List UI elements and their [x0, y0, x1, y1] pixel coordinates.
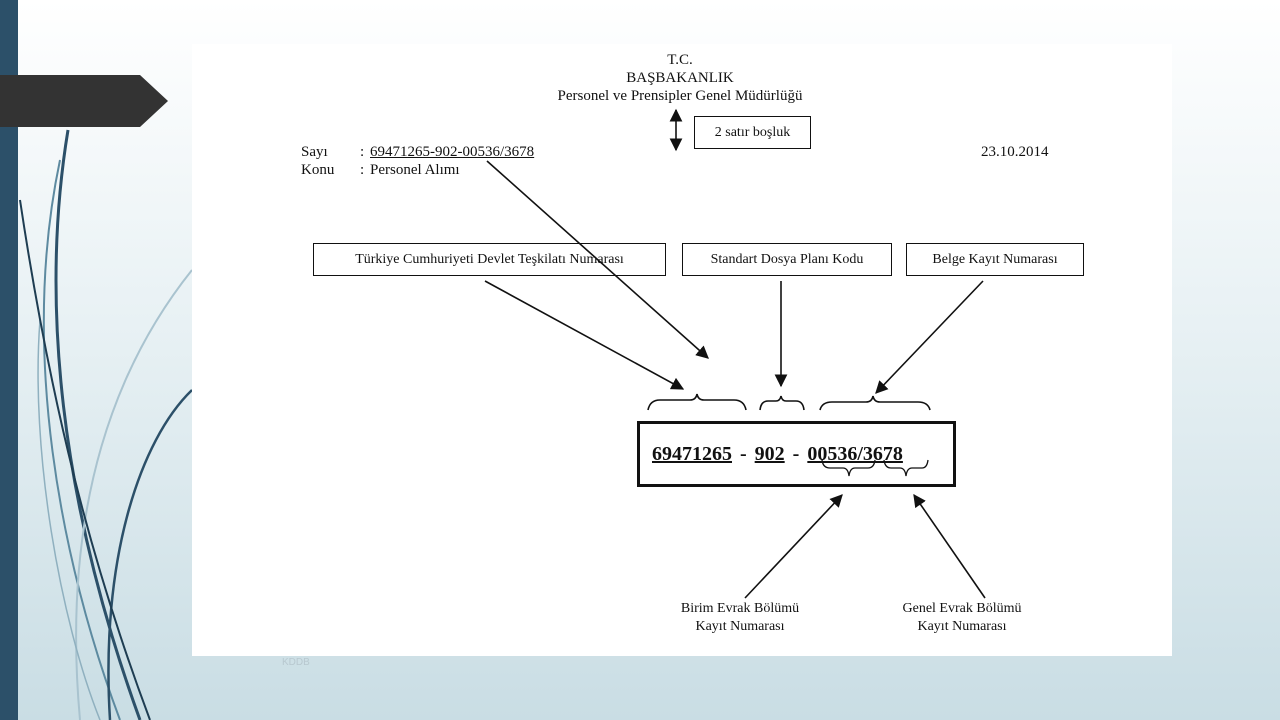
number-part-dosya: 902 [754, 442, 785, 465]
number-dash-1: - [740, 442, 747, 465]
label-birim-line2: Kayıt Numarası [695, 619, 785, 634]
konu-value: Personel Alımı [370, 162, 460, 178]
label-genel-line1: Genel Evrak Bölümü [902, 601, 1022, 616]
left-accent-bar [0, 0, 18, 720]
sayi-colon: : [360, 144, 365, 160]
spacing-note-box: 2 satır boşluk [694, 116, 811, 149]
number-breakdown-box: 69471265 - 902 - 00536/3678 [637, 421, 956, 487]
decorative-curves [19, 129, 193, 720]
konu-label: Konu [301, 162, 335, 178]
document-date: 23.10.2014 [981, 144, 1049, 160]
box-belge-kayit-numarasi: Belge Kayıt Numarası [906, 243, 1084, 276]
label-birim-line1: Birim Evrak Bölümü [680, 601, 800, 616]
label-birim-evrak: Birim Evrak Bölümü Kayıt Numarası [640, 600, 840, 636]
sayi-value: 69471265-902-00536/3678 [370, 144, 535, 160]
header-tc: T.C. [667, 52, 693, 68]
number-part-teskilat: 69471265 [652, 442, 732, 465]
document-panel [192, 44, 1172, 656]
label-genel-line2: Kayıt Numarası [917, 619, 1007, 634]
number-dash-2: - [792, 442, 800, 465]
konu-colon: : [360, 162, 365, 178]
box-teskilat-numarasi: Türkiye Cumhuriyeti Devlet Teşkilatı Num… [313, 243, 666, 276]
box-dosya-plani-kodu: Standart Dosya Planı Kodu [682, 243, 892, 276]
title-tab-shape [0, 75, 168, 127]
footer-text: KDDB [282, 657, 310, 668]
number-part-belge: 00536/3678 [807, 442, 903, 465]
header-directorate: Personel ve Prensipler Genel Müdürlüğü [557, 88, 803, 104]
header-basbakanlik: BAŞBAKANLIK [626, 70, 734, 86]
sayi-label: Sayı [301, 144, 328, 160]
label-genel-evrak: Genel Evrak Bölümü Kayıt Numarası [862, 600, 1062, 636]
